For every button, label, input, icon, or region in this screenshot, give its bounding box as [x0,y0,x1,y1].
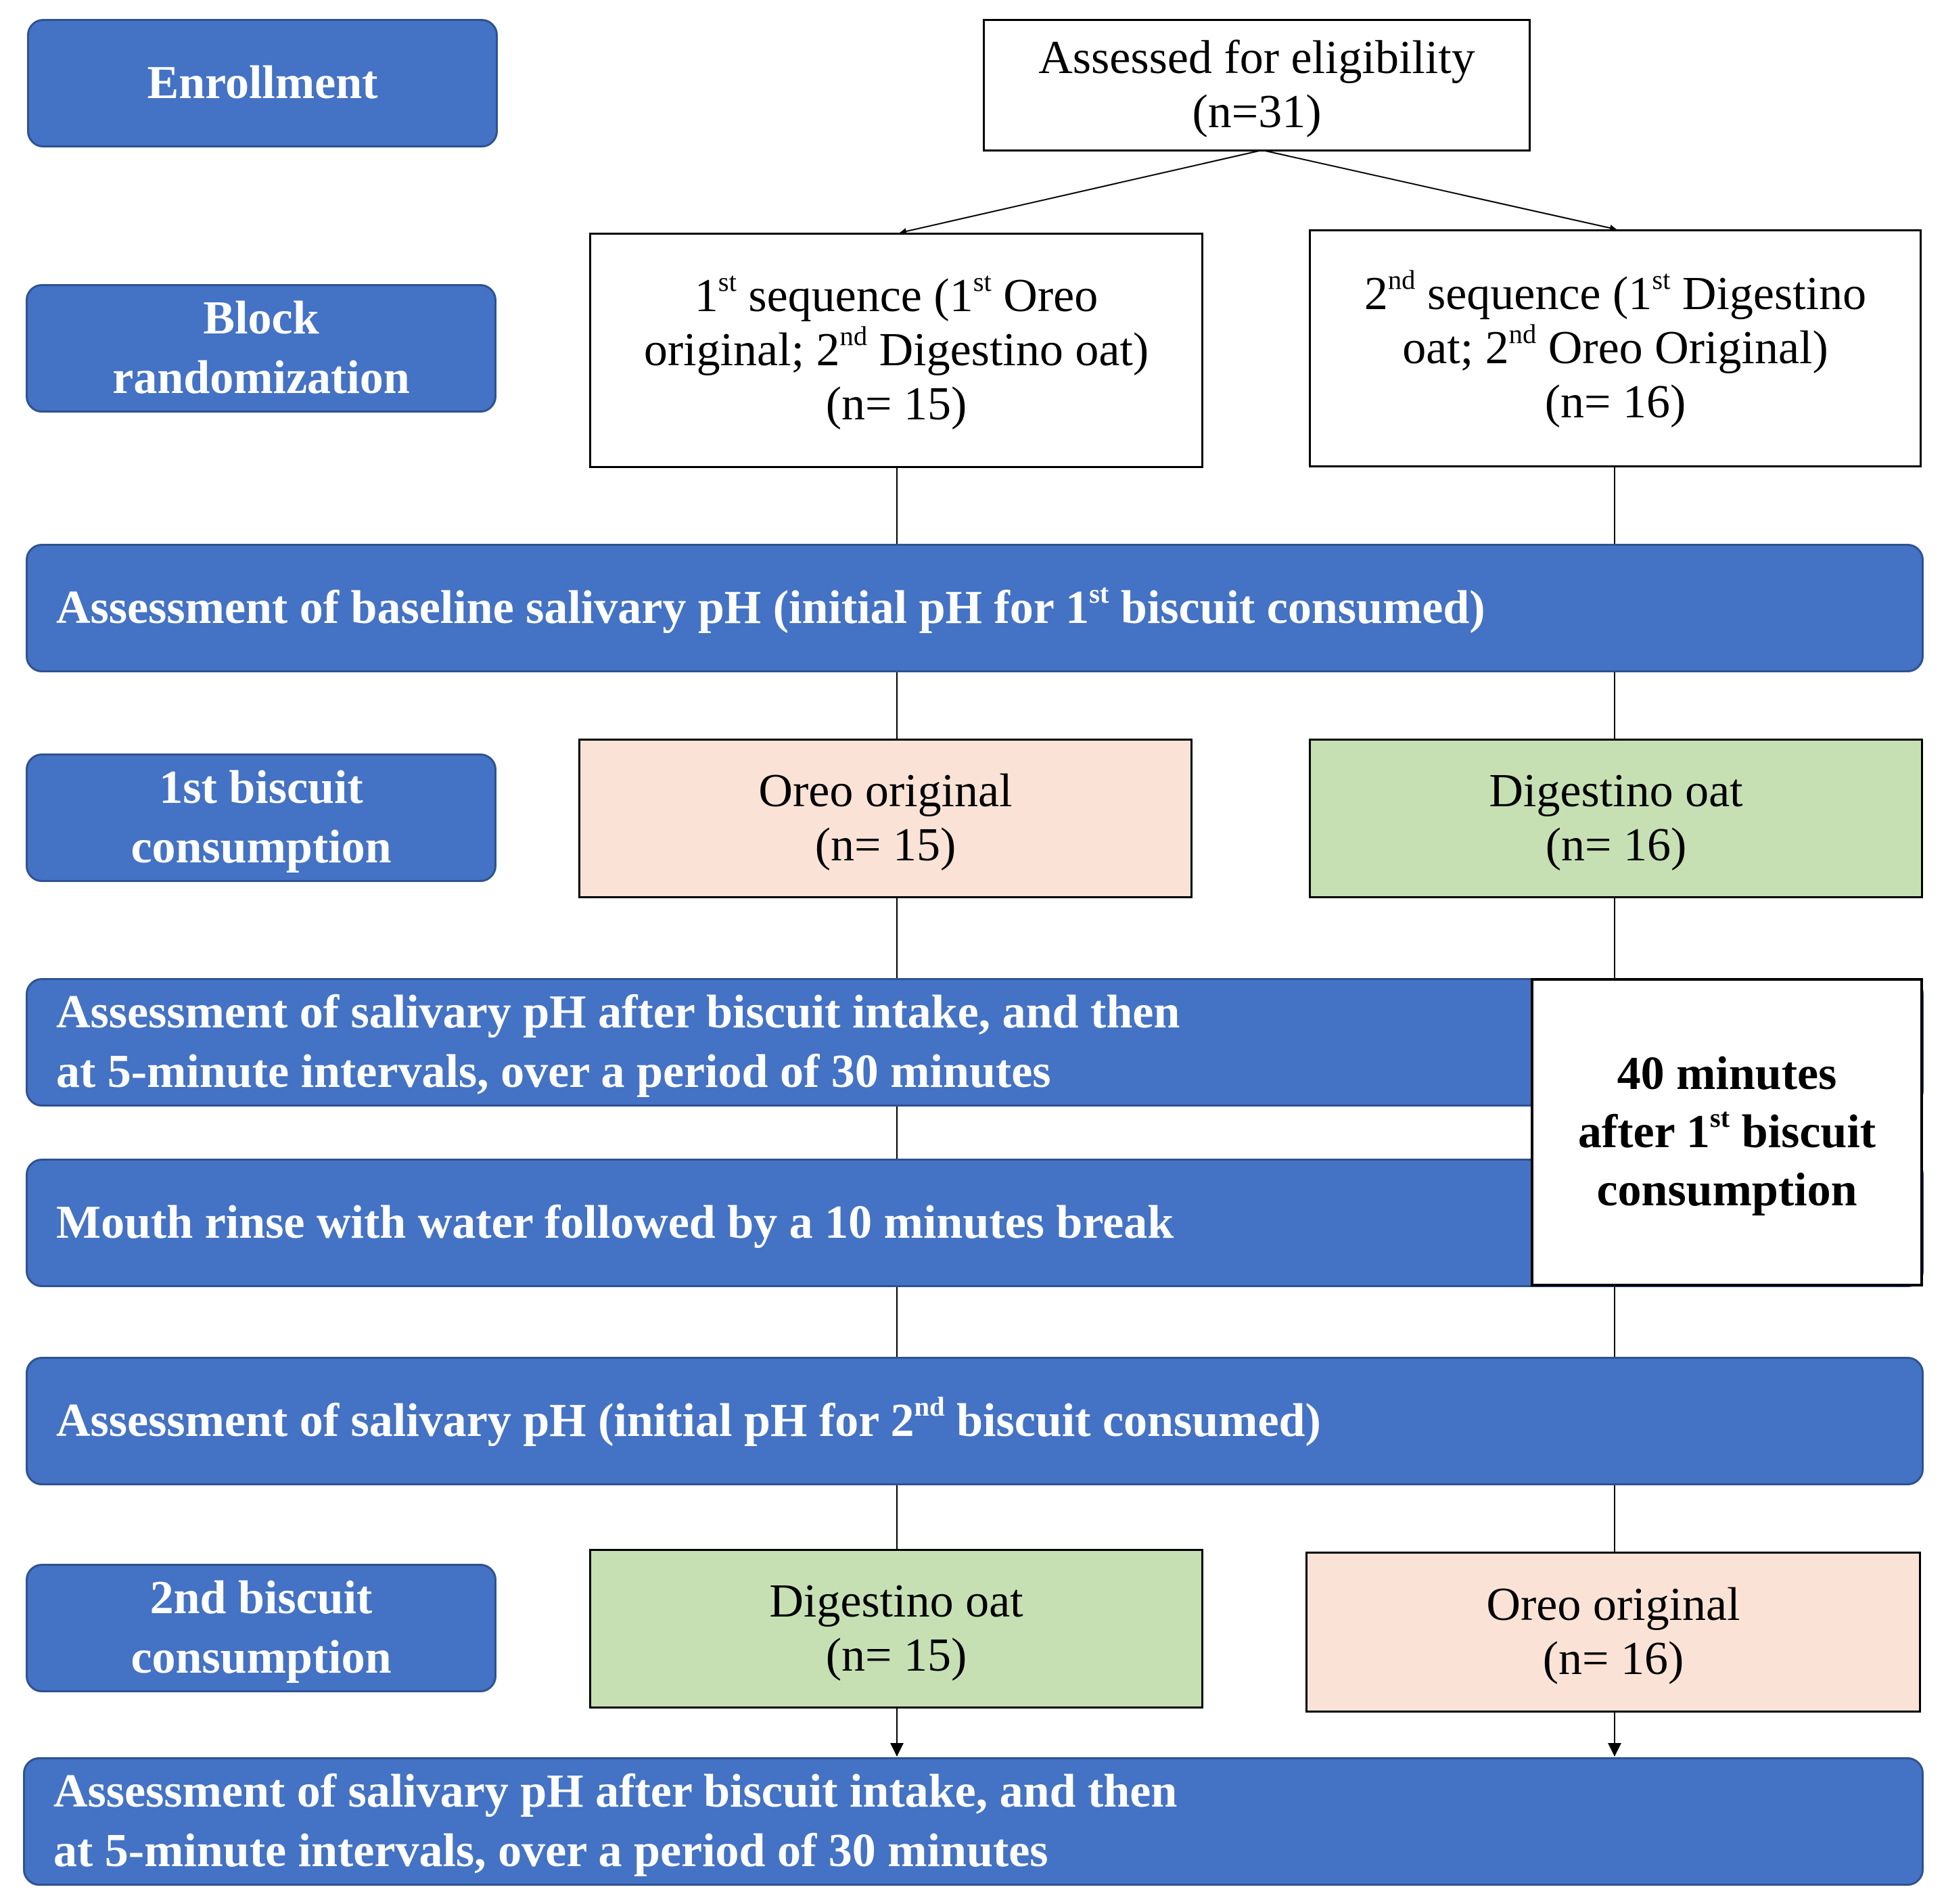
second-initial-ph-bar: Assessment of salivary pH (initial pH fo… [26,1357,1924,1485]
arrow-to-final-bar-right [1608,1743,1621,1757]
arrow-to-sequence-1 [900,149,1263,235]
baseline-ph-bar: Assessment of baseline salivary pH (init… [26,544,1924,672]
sequence-2-line-1: 2nd sequence (1st Digestino [1364,264,1867,320]
second-biscuit-oreo-box: Oreo original (n= 16) [1305,1552,1921,1713]
sequence-1-box: 1st sequence (1st Oreo original; 2nd Dig… [589,233,1203,468]
sequence-1-line-1: 1st sequence (1st Oreo [694,266,1098,322]
arrow-to-sequence-2 [1262,149,1617,231]
first-biscuit-oreo-box: Oreo original (n= 15) [578,739,1193,898]
sequence-2-line-2: oat; 2nd Oreo Original) [1402,318,1828,374]
sequence-2-box: 2nd sequence (1st Digestino oat; 2nd Ore… [1309,229,1922,467]
forty-minutes-box: 40 minutes after 1st biscuit consumption [1531,978,1923,1286]
after-intake-ph-bar-2: Assessment of salivary pH after biscuit … [23,1757,1924,1886]
first-biscuit-consumption-label: 1st biscuit consumption [26,753,496,882]
second-biscuit-digestino-box: Digestino oat (n= 15) [589,1549,1203,1709]
sequence-2-count: (n= 16) [1544,376,1686,428]
eligibility-box: Assessed for eligibility (n=31) [983,19,1531,152]
arrow-to-final-bar-left [890,1743,904,1757]
second-biscuit-consumption-label: 2nd biscuit consumption [26,1564,496,1692]
sequence-1-line-2: original; 2nd Digestino oat) [643,320,1149,376]
first-biscuit-digestino-box: Digestino oat (n= 16) [1309,739,1923,898]
sequence-1-count: (n= 15) [825,378,967,430]
enrollment-label: Enrollment [27,19,498,147]
block-randomization-label: Block randomization [26,284,496,413]
